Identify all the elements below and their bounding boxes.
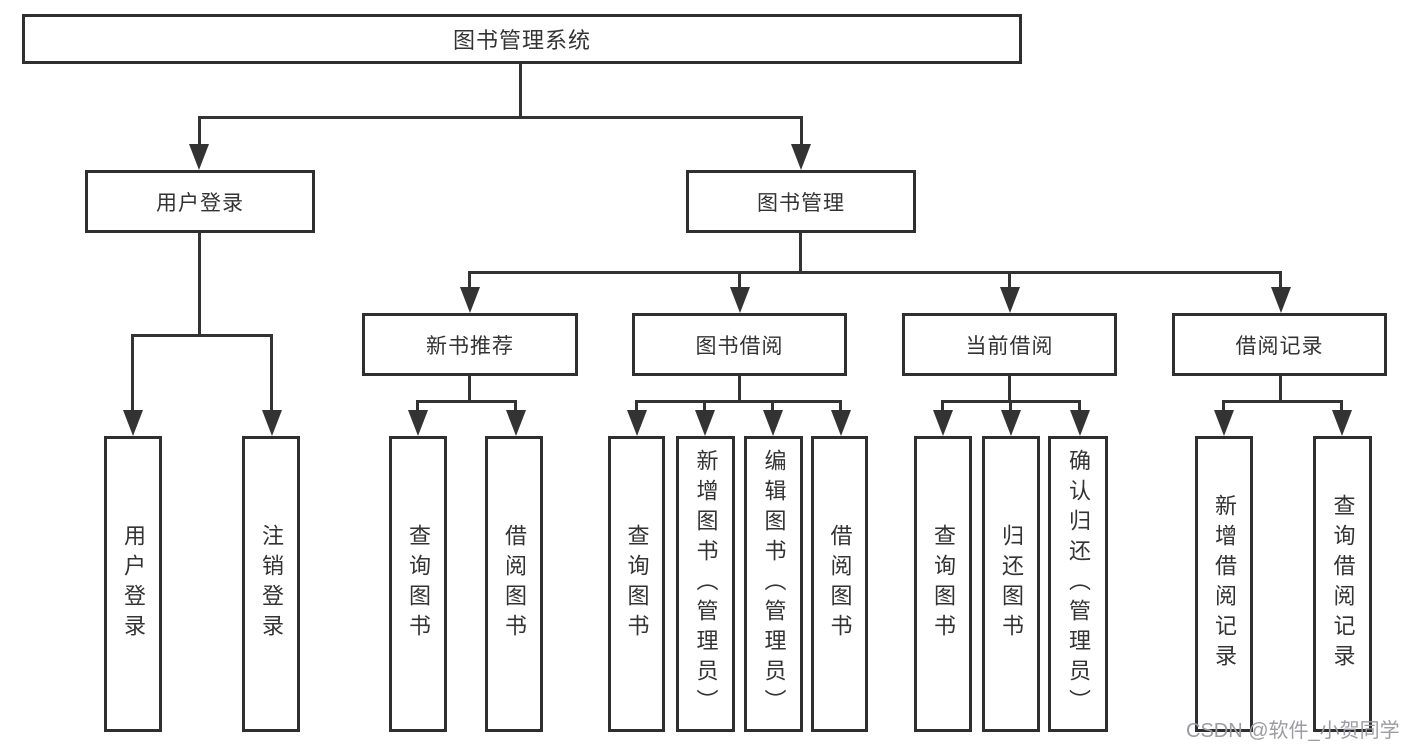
node-label: 注销登录: [259, 524, 284, 644]
node-label: 新增借阅记录: [1212, 494, 1237, 674]
node-label: 编辑图书（管理员）: [761, 449, 787, 719]
arrow-down-icon: [262, 410, 282, 436]
node-book-management: 图书管理: [686, 170, 916, 233]
node-label: 借阅图书: [827, 524, 853, 644]
node-new-book-recommendation: 新书推荐: [362, 313, 578, 376]
node-book-borrowing: 图书借阅: [632, 313, 847, 376]
connector-line: [514, 400, 517, 412]
node-label: 用户登录: [156, 191, 244, 215]
csdn-watermark: CSDN @软件_小贺同学: [1186, 720, 1400, 742]
node-label: 确认归还（管理员）: [1066, 449, 1091, 719]
arrow-down-icon: [730, 287, 750, 313]
node-label: 当前借阅: [965, 334, 1054, 358]
node-label: 借阅记录: [1235, 334, 1324, 358]
node-label: 新书推荐: [426, 334, 514, 358]
arrow-down-icon: [1271, 287, 1291, 313]
node-library-management-system: 图书管理系统: [22, 14, 1022, 64]
node-label: 查询图书: [931, 524, 956, 644]
node-label: 借阅图书: [502, 524, 527, 644]
arrow-down-icon: [123, 410, 143, 436]
connector-line: [738, 376, 741, 403]
connector-line: [941, 400, 944, 412]
arrow-down-icon: [831, 410, 851, 436]
connector-line: [416, 400, 517, 403]
connector-line: [738, 271, 741, 289]
arrow-down-icon: [460, 287, 480, 313]
leaf-records-query-borrow-record: 查询借阅记录: [1313, 436, 1372, 732]
node-label: 查询借阅记录: [1330, 494, 1356, 674]
connector-line: [1279, 376, 1282, 403]
connector-line: [1008, 376, 1011, 403]
connector-line: [771, 400, 774, 412]
arrow-down-icon: [189, 144, 209, 170]
connector-line: [839, 400, 842, 412]
node-borrowing-records: 借阅记录: [1172, 313, 1387, 376]
connector-line: [519, 64, 522, 118]
connector-line: [799, 233, 802, 274]
arrow-down-icon: [933, 410, 953, 436]
connector-line: [1078, 400, 1081, 412]
leaf-records-add-borrow-record: 新增借阅记录: [1195, 436, 1253, 732]
connector-line: [198, 116, 201, 148]
connector-line: [1008, 271, 1011, 289]
node-label: 查询图书: [406, 524, 431, 644]
arrow-down-icon: [1214, 410, 1234, 436]
arrow-down-icon: [1001, 410, 1021, 436]
connector-line: [703, 400, 706, 412]
node-label: 图书管理: [757, 191, 845, 215]
connector-line: [635, 400, 638, 412]
leaf-borrow-query-books: 查询图书: [608, 436, 665, 732]
leaf-recommend-borrow-books: 借阅图书: [485, 436, 543, 732]
node-label: 图书借阅: [695, 334, 784, 358]
connector-line: [131, 334, 273, 337]
leaf-current-confirm-return-admin: 确认归还（管理员）: [1048, 436, 1108, 732]
connector-line: [198, 116, 803, 119]
node-label: 用户登录: [121, 524, 146, 644]
leaf-logout: 注销登录: [242, 436, 300, 732]
connector-line: [416, 400, 419, 412]
node-current-borrowing: 当前借阅: [902, 313, 1117, 376]
arrow-down-icon: [763, 410, 783, 436]
leaf-borrow-borrow-books: 借阅图书: [811, 436, 868, 732]
connector-line: [468, 376, 471, 403]
arrow-down-icon: [1070, 410, 1090, 436]
leaf-current-query-books: 查询图书: [914, 436, 972, 732]
connector-line: [131, 334, 134, 412]
connector-line: [198, 233, 201, 337]
connector-line: [1222, 400, 1225, 412]
leaf-current-return-books: 归还图书: [982, 436, 1040, 732]
connector-line: [1279, 271, 1282, 289]
connector-line: [800, 116, 803, 148]
arrow-down-icon: [506, 410, 526, 436]
node-user-login: 用户登录: [85, 170, 315, 233]
leaf-borrow-add-books-admin: 新增图书（管理员）: [676, 436, 735, 732]
node-label: 新增图书（管理员）: [693, 449, 719, 719]
arrow-down-icon: [1000, 287, 1020, 313]
leaf-borrow-edit-books-admin: 编辑图书（管理员）: [744, 436, 803, 732]
connector-line: [1009, 400, 1012, 412]
arrow-down-icon: [627, 410, 647, 436]
arrow-down-icon: [791, 144, 811, 170]
node-label: 图书管理系统: [452, 28, 591, 53]
leaf-user-login: 用户登录: [104, 436, 162, 732]
connector-line: [270, 334, 273, 412]
node-label: 查询图书: [624, 524, 650, 644]
node-label: 归还图书: [999, 524, 1024, 644]
connector-line: [1340, 400, 1343, 412]
connector-line: [468, 271, 1282, 274]
connector-line: [1222, 400, 1343, 403]
connector-line: [635, 400, 842, 403]
connector-line: [468, 271, 471, 289]
arrow-down-icon: [408, 410, 428, 436]
arrow-down-icon: [1332, 410, 1352, 436]
leaf-recommend-query-books: 查询图书: [389, 436, 447, 732]
arrow-down-icon: [695, 410, 715, 436]
